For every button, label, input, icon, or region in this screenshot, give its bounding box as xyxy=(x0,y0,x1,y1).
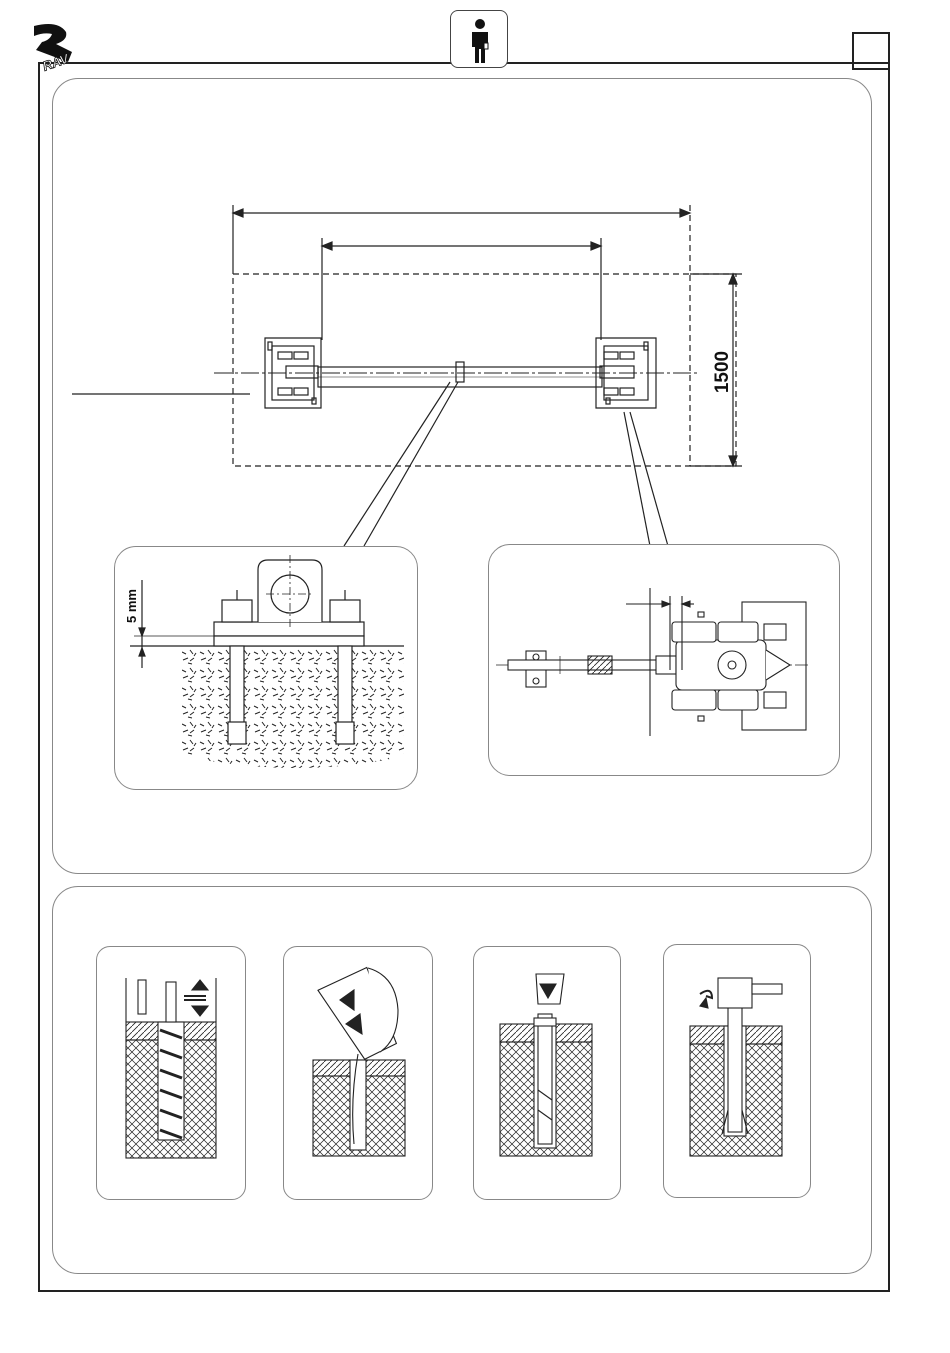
step-2-clean xyxy=(283,946,433,1200)
anchor-section-detail xyxy=(114,546,418,790)
step-3-insert xyxy=(473,946,621,1200)
column-topview-detail xyxy=(488,544,840,776)
step-1-drill xyxy=(96,946,246,1200)
logo-graphic: RAV xyxy=(28,22,80,72)
header-rule-left xyxy=(80,62,448,64)
operator-icon-box xyxy=(450,10,508,68)
header-rule-right xyxy=(512,62,852,64)
brand-logo: RAV xyxy=(28,22,80,72)
step-4-tighten xyxy=(663,944,811,1198)
person-operator-icon xyxy=(451,11,509,69)
page-number-box xyxy=(852,32,890,70)
